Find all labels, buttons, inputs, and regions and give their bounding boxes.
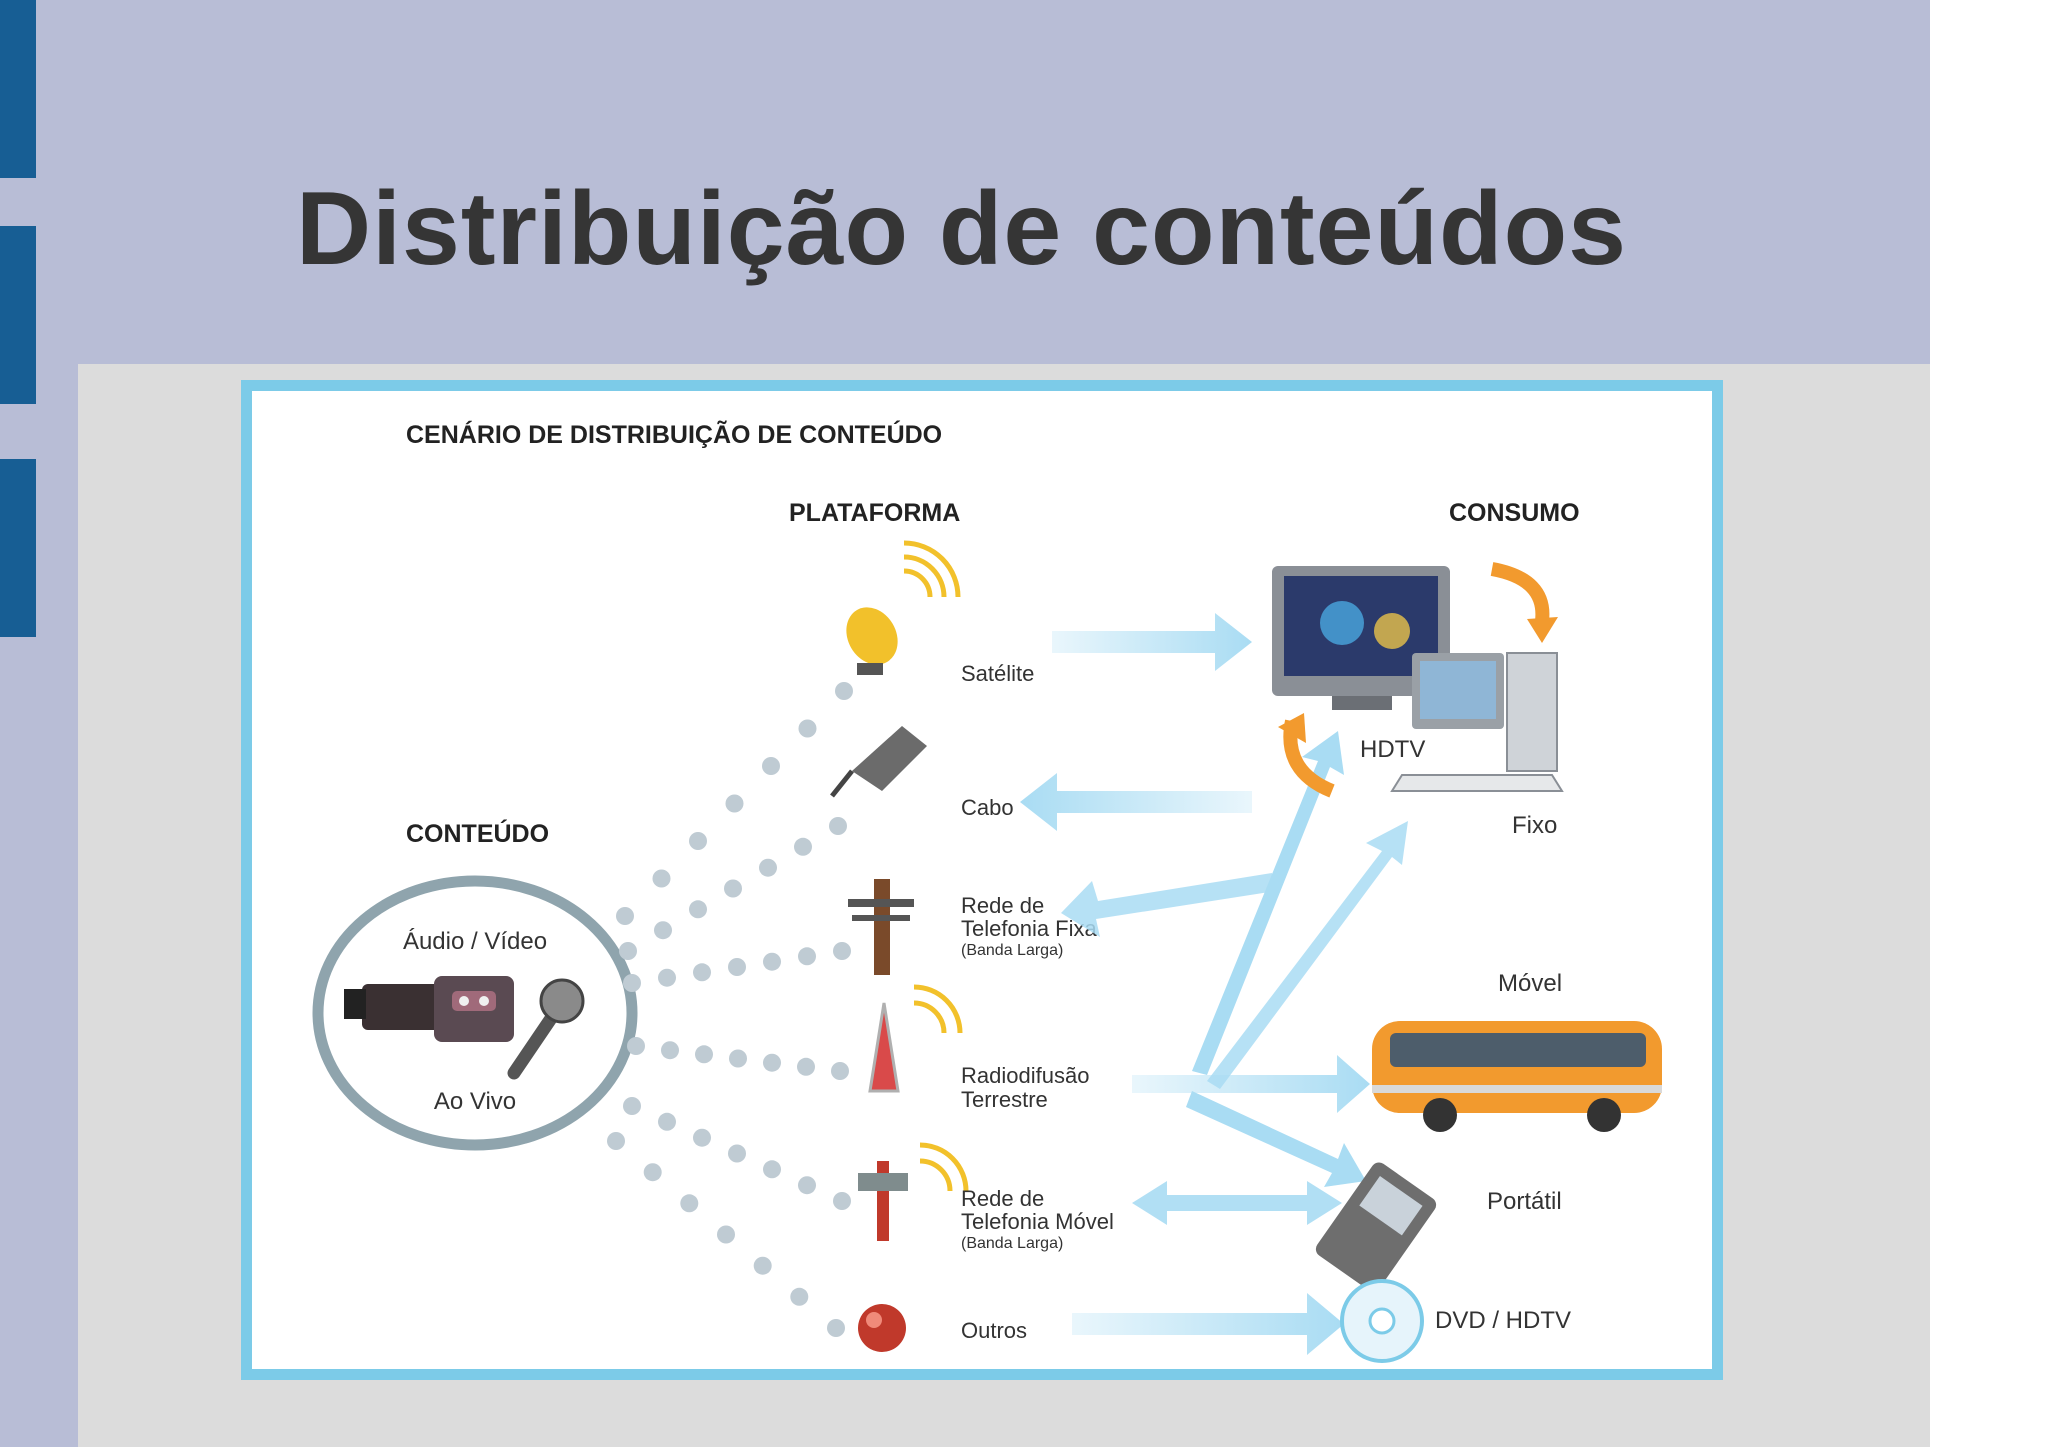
column-consumption: CONSUMO <box>1449 499 1580 527</box>
platform-others-label: Outros <box>961 1318 1027 1343</box>
fan-dot-1-2 <box>689 900 707 919</box>
arrow-terrestrial-up-2 <box>1207 821 1408 1089</box>
source-label-top: Áudio / Vídeo <box>403 928 547 955</box>
fan-dot-0-6 <box>835 682 853 700</box>
fan-dot-5-6 <box>827 1319 845 1337</box>
fan-dot-1-3 <box>724 879 742 898</box>
fan-dot-2-1 <box>658 968 676 987</box>
fan-dot-0-3 <box>725 794 744 813</box>
platform-cable-label: Cabo <box>961 795 1014 820</box>
column-content: CONTEÚDO <box>406 818 549 848</box>
fan-dot-1-0 <box>619 942 637 960</box>
diagram-heading: CENÁRIO DE DISTRIBUIÇÃO DE CONTEÚDO <box>406 419 942 449</box>
video-camera-icon <box>344 976 514 1042</box>
bus-icon <box>1372 1021 1662 1132</box>
fan-dot-5-4 <box>753 1256 772 1275</box>
fan-dot-5-2 <box>680 1194 699 1213</box>
telephone-pole-icon <box>848 879 914 975</box>
consumption-mobile-label: Móvel <box>1498 970 1562 997</box>
platform-mobile-net-label-3: (Banda Larga) <box>961 1235 1063 1252</box>
others-ball-icon <box>858 1304 906 1352</box>
fan-dot-0-0 <box>616 907 634 925</box>
platform-mobile-net-label-2: Telefonia Móvel <box>961 1209 1114 1234</box>
fan-dot-2-5 <box>798 947 816 966</box>
platform-satellite-label: Satélite <box>961 661 1034 686</box>
arrow-terrestrial-to-phone <box>1186 1091 1366 1187</box>
fan-dot-2-2 <box>693 963 711 982</box>
arrow-terrestrial-up-1 <box>1192 731 1344 1075</box>
fan-dot-0-5 <box>798 719 817 738</box>
fan-dot-3-4 <box>763 1053 781 1072</box>
column-platform: PLATAFORMA <box>789 499 960 527</box>
refresh-arrows-icon <box>1278 562 1558 798</box>
mobile-tower-icon <box>858 1142 969 1241</box>
diagram-svg: CENÁRIO DE DISTRIBUIÇÃO DE CONTEÚDO PLAT… <box>312 419 1662 1363</box>
slide-right-margin <box>1930 0 2048 1447</box>
fan-dot-5-3 <box>717 1225 735 1244</box>
arrow-satellite-to-tv <box>1052 613 1252 671</box>
fan-dot-2-6 <box>833 942 851 960</box>
fan-dot-1-5 <box>794 837 812 856</box>
fan-dot-2-4 <box>763 952 781 971</box>
cable-connector-icon <box>830 726 927 798</box>
fan-dot-3-2 <box>695 1045 713 1064</box>
dotted-distribution-lines <box>607 682 853 1337</box>
platform-mobile-net-label-1: Rede de <box>961 1186 1044 1211</box>
arrow-to-fixed-line <box>1061 873 1276 937</box>
platform-terrestrial-label-2: Terrestre <box>961 1087 1048 1112</box>
platform-fixed-line-label-3: (Banda Larga) <box>961 942 1063 959</box>
slide-header <box>78 0 1930 364</box>
slide-sidebar <box>0 0 78 1447</box>
mobile-phone-icon <box>1315 1162 1437 1292</box>
fan-dot-5-5 <box>790 1287 809 1306</box>
slide-title: Distribuição de conteúdos <box>296 171 1627 287</box>
sidebar-mark-1 <box>0 0 36 178</box>
fan-dot-4-0 <box>623 1097 641 1115</box>
broadcast-tower-icon <box>868 984 963 1093</box>
fan-dot-1-1 <box>654 921 672 940</box>
distribution-arrows <box>1020 613 1408 1355</box>
fan-dot-4-4 <box>763 1160 781 1179</box>
fan-dot-3-1 <box>661 1041 679 1060</box>
fan-dot-4-3 <box>728 1144 746 1163</box>
arrow-to-cable <box>1020 773 1252 831</box>
fan-dot-2-0 <box>623 974 641 992</box>
fan-dot-5-1 <box>643 1163 662 1182</box>
fan-dot-3-6 <box>831 1062 849 1080</box>
fan-dot-5-0 <box>607 1132 625 1150</box>
microphone-icon <box>507 978 585 1080</box>
fan-dot-4-5 <box>798 1176 816 1195</box>
fan-dot-1-4 <box>759 858 777 877</box>
fan-dot-4-6 <box>833 1192 851 1210</box>
consumption-dvd-label: DVD / HDTV <box>1435 1307 1571 1334</box>
platform-terrestrial-label-1: Radiodifusão <box>961 1063 1089 1088</box>
fan-dot-3-3 <box>729 1049 747 1068</box>
fan-dot-3-5 <box>797 1057 815 1076</box>
tv-monitor-icon <box>1272 566 1450 710</box>
sidebar-mark-3 <box>0 459 36 637</box>
dvd-disc-icon <box>1340 1279 1424 1363</box>
sidebar-mark-2 <box>0 226 36 404</box>
fan-dot-4-1 <box>658 1112 676 1131</box>
arrow-terrestrial-to-bus <box>1132 1055 1370 1113</box>
fan-dot-2-3 <box>728 958 746 976</box>
fan-dot-1-6 <box>829 817 847 835</box>
distribution-diagram: CENÁRIO DE DISTRIBUIÇÃO DE CONTEÚDO PLAT… <box>241 380 1723 1380</box>
fan-dot-3-0 <box>627 1037 645 1055</box>
fan-dot-0-4 <box>762 757 780 775</box>
platform-fixed-line-label-1: Rede de <box>961 893 1044 918</box>
satellite-dish-icon <box>846 540 961 675</box>
source-ring <box>312 875 638 1151</box>
consumption-portable-label: Portátil <box>1487 1188 1562 1215</box>
consumption-fixed-label: Fixo <box>1512 812 1557 839</box>
source-group: Áudio / Vídeo Ao Vivo <box>312 875 638 1151</box>
fan-dot-0-2 <box>689 832 707 850</box>
arrow-others-to-dvd <box>1072 1293 1344 1355</box>
source-label-bottom: Ao Vivo <box>434 1088 516 1115</box>
fan-dot-4-2 <box>693 1128 711 1147</box>
desktop-computer-icon <box>1390 652 1564 792</box>
consumption-hdtv-label: HDTV <box>1360 736 1425 763</box>
fan-dot-0-1 <box>652 869 671 888</box>
arrow-mobile-net-to-phone <box>1132 1181 1342 1225</box>
